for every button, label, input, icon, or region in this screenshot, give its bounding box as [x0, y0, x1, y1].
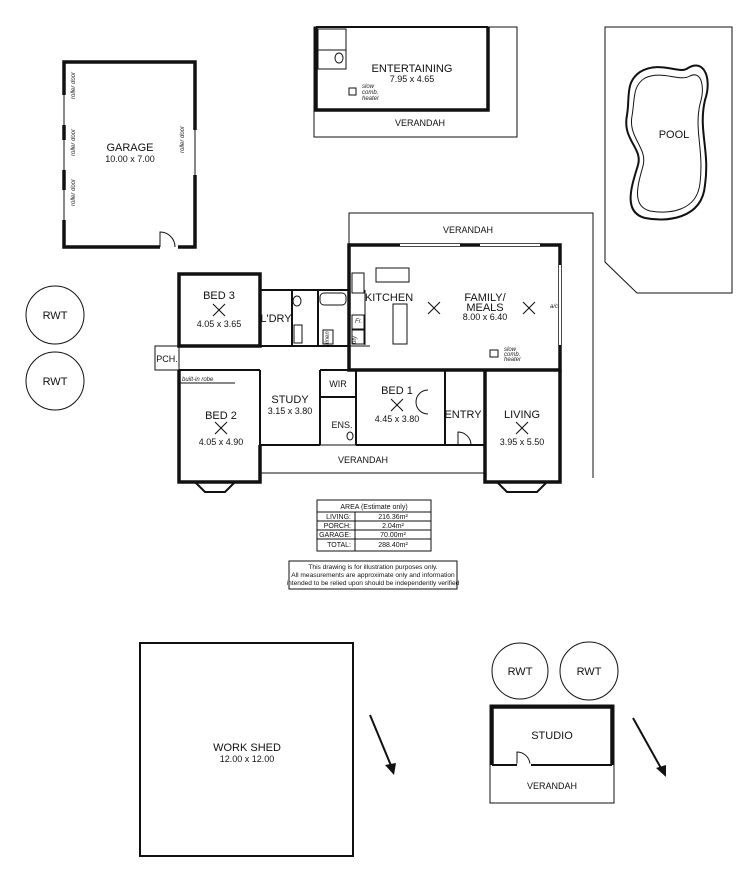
study-dims: 3.15 x 3.80 — [268, 406, 313, 416]
pantry-label: pty — [352, 335, 358, 345]
rwt-label: RWT — [43, 376, 68, 388]
pool-area: POOL — [604, 26, 733, 294]
area-row-value: 70.00m² — [380, 532, 406, 539]
builtin-robe-label: built-in robe — [182, 377, 214, 383]
entertaining-dims: 7.95 x 4.65 — [390, 74, 435, 84]
area-row-label: LIVING: — [326, 514, 351, 521]
ceiling-fan-icon — [522, 301, 536, 315]
rainwater-tank: RWT — [25, 351, 85, 411]
rwt-label: RWT — [43, 310, 68, 322]
rwt-label: RWT — [577, 666, 602, 678]
garage-door-label: roller door — [71, 178, 77, 206]
verandah-bottom-label: VERANDAH — [338, 455, 388, 465]
garage-door-label: roller door — [71, 71, 77, 99]
area-row-value: 2.04m² — [382, 523, 404, 530]
entry-label: ENTRY — [444, 409, 482, 421]
laundry-label: L'DRY — [260, 313, 292, 325]
family-dims: 8.00 x 6.40 — [463, 312, 508, 322]
studio: STUDIO VERANDAH — [489, 704, 615, 804]
garage: GARAGE 10.00 x 7.00 roller door roller d… — [61, 60, 198, 250]
garage-dims: 10.00 x 7.00 — [105, 154, 155, 164]
work-shed-dims: 12.00 x 12.00 — [220, 754, 275, 764]
arrow-icon — [369, 714, 396, 775]
rainwater-tank: RWT — [25, 285, 85, 345]
bed2-label: BED 2 — [205, 410, 237, 422]
bed1-dims: 4.45 x 3.80 — [375, 414, 420, 424]
studio-label: STUDIO — [531, 730, 573, 742]
rwt-label: RWT — [508, 666, 533, 678]
area-row-label: TOTAL: — [327, 542, 351, 549]
verandah-top-label: VERANDAH — [443, 225, 493, 235]
family-label: FAMILY/ — [464, 292, 506, 304]
aircon-label: a/c — [550, 304, 558, 310]
main-house: VERANDAH KITCHEN Fr. pty FAMILY/ MEALS 8… — [154, 212, 594, 493]
ceiling-fan-icon — [214, 421, 228, 435]
meals-label: MEALS — [466, 302, 503, 314]
living-dims: 3.95 x 5.50 — [500, 437, 545, 447]
garage-door-label: roller door — [71, 128, 77, 156]
area-row-label: GARAGE: — [319, 532, 351, 539]
kitchen-label: KITCHEN — [365, 292, 413, 304]
entertaining-verandah-label: VERANDAH — [395, 118, 445, 128]
disclaimer: This drawing is for illustration purpose… — [287, 560, 460, 590]
garage-door-label: roller door — [180, 125, 186, 153]
studio-verandah-label: VERANDAH — [527, 781, 577, 791]
area-table: AREA (Estimate only) LIVING: 216.36m² PO… — [316, 499, 432, 552]
study-label: STUDY — [271, 394, 309, 406]
entertaining-label: ENTERTAINING — [372, 63, 453, 75]
bed3-dims: 4.05 x 3.65 — [197, 319, 242, 329]
garage-label: GARAGE — [106, 142, 153, 154]
area-row-value: 216.36m² — [378, 514, 408, 521]
work-shed-label: WORK SHED — [213, 742, 281, 754]
disclaimer-line: This drawing is for illustration purpose… — [308, 564, 437, 571]
area-row-label: PORCH: — [324, 523, 351, 530]
pool-label: POOL — [659, 129, 690, 141]
area-table-title: AREA (Estimate only) — [340, 504, 407, 511]
disclaimer-line: intended to be relied upon should be ind… — [287, 580, 460, 587]
rainwater-tank: RWT — [559, 641, 619, 701]
work-shed: WORK SHED 12.00 x 12.00 — [139, 642, 354, 857]
bed1-label: BED 1 — [381, 385, 413, 397]
rainwater-tank: RWT — [491, 642, 549, 700]
bed3-label: BED 3 — [203, 290, 235, 302]
ceiling-fan-icon — [390, 398, 404, 412]
ceiling-fan-icon — [427, 301, 441, 315]
arrow-icon — [632, 717, 666, 777]
bed2-dims: 4.05 x 4.90 — [199, 437, 244, 447]
linen-label: linen — [325, 331, 331, 344]
living-label: LIVING — [504, 409, 540, 421]
porch-label: PCH. — [156, 354, 178, 364]
ceiling-fan-icon — [515, 421, 529, 435]
wir-label: WIR — [329, 379, 347, 389]
disclaimer-line: All measurements are approximate only an… — [291, 572, 455, 579]
ensuite-label: ENS. — [331, 420, 352, 430]
area-row-value: 288.40m² — [378, 542, 408, 549]
ceiling-fan-icon — [212, 303, 226, 317]
fridge-label: Fr. — [355, 319, 362, 325]
